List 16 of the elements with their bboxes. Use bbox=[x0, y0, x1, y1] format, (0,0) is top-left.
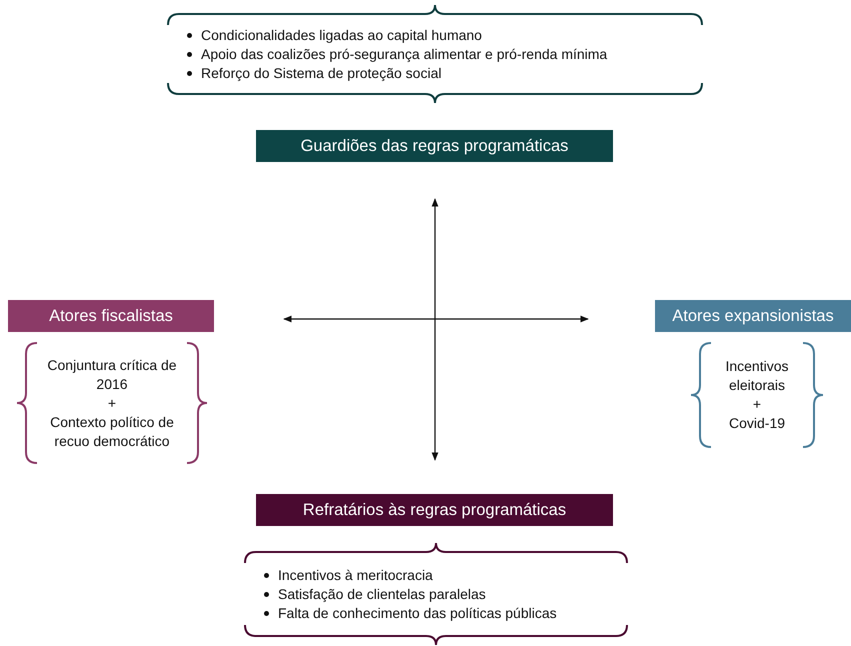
text-line: + bbox=[752, 395, 762, 414]
text-line: Covid-19 bbox=[728, 414, 786, 433]
title-banner: Guardiões das regras programáticas bbox=[256, 130, 613, 162]
bullet-item: Condicionalidades ligadas ao capital humano bbox=[201, 26, 482, 42]
title-banner: Atores expansionistas bbox=[655, 300, 851, 332]
text-line: + bbox=[108, 394, 116, 412]
title-banner: Atores fiscalistas bbox=[8, 300, 214, 332]
text-line: Incentivos eleitorais bbox=[724, 357, 790, 395]
title-banner: Refratários às regras programáticas bbox=[256, 494, 613, 526]
bullet-item: Reforço do Sistema de proteção social bbox=[201, 64, 442, 80]
bullet-item: Satisfação de clientelas paralelas bbox=[278, 586, 486, 602]
text-line: Conjuntura crítica de 2016 bbox=[46, 356, 178, 394]
bullet-item: Falta de conhecimento das políticas públicas bbox=[278, 604, 557, 620]
text-line: Contexto político de recuo democrático bbox=[49, 412, 175, 450]
bullet-item: Apoio das coalizões pró-segurança alimentar e pró-renda mínima bbox=[201, 46, 608, 62]
bullet-item: Incentivos à meritocracia bbox=[278, 566, 433, 582]
